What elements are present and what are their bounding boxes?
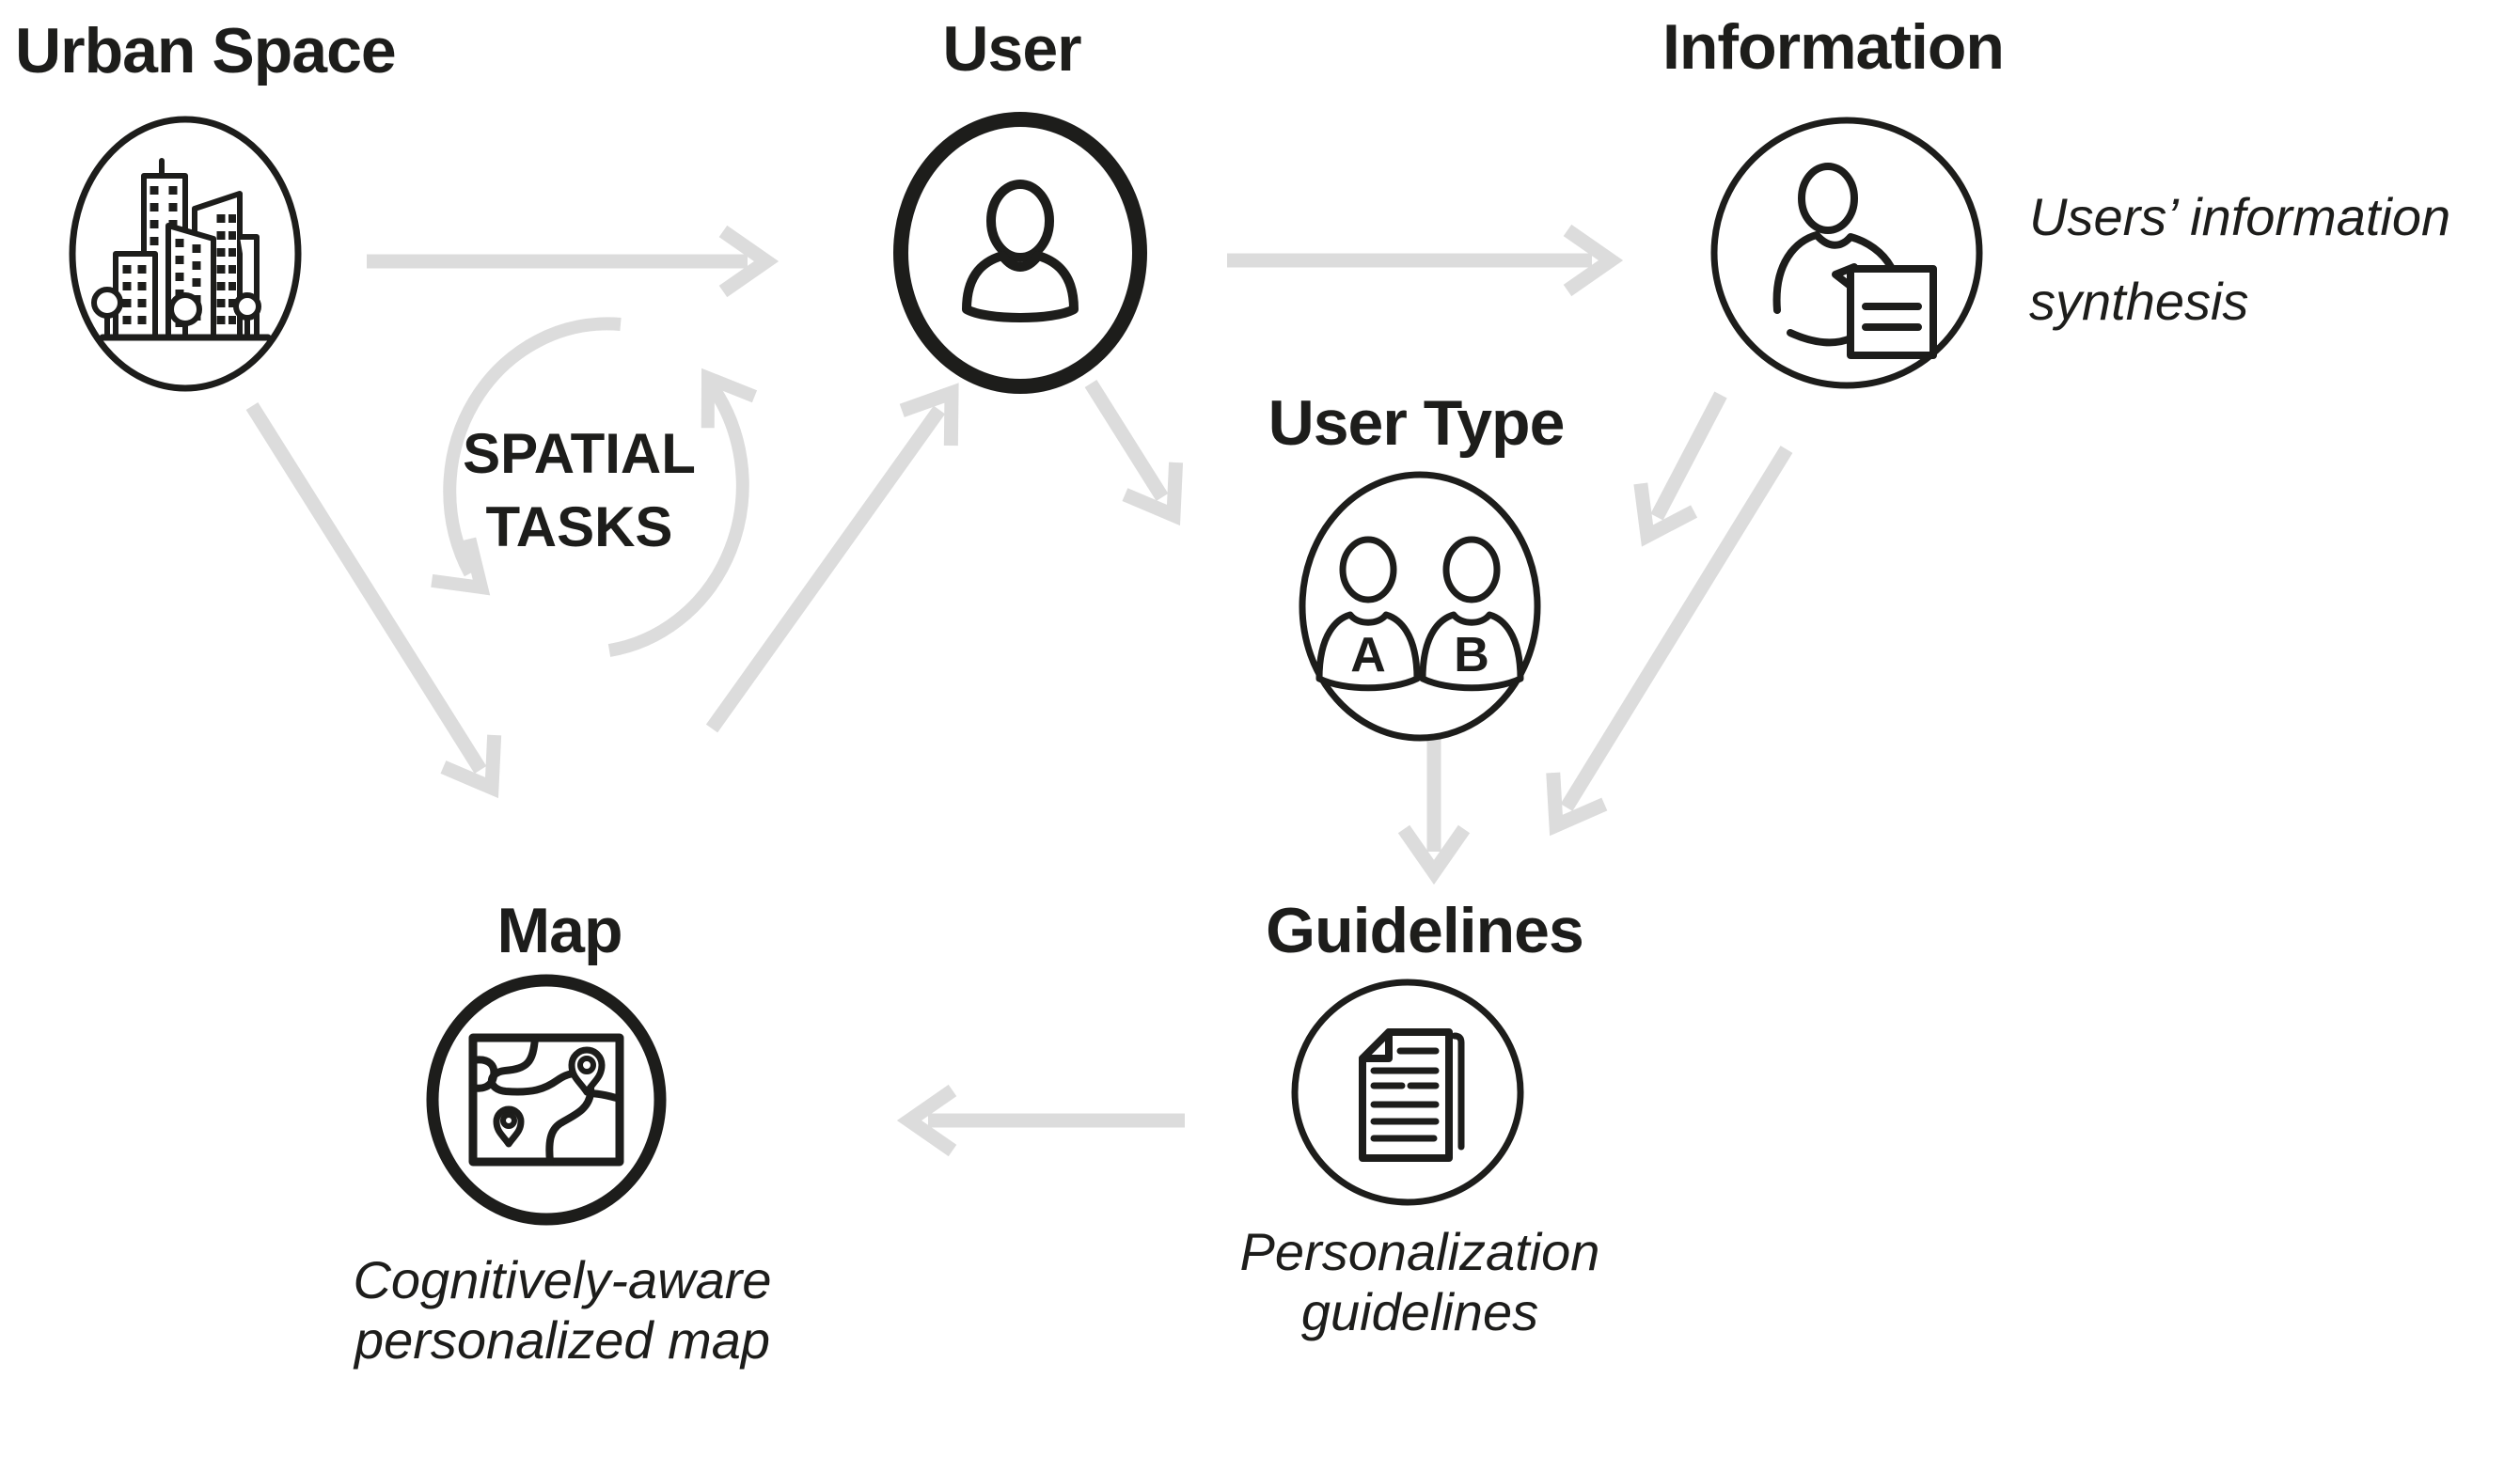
city-buildings-icon [91, 158, 272, 341]
arrow-information-to-guidelines [1546, 446, 1793, 837]
user-type-title: User Type [1268, 387, 1566, 459]
arrow-map-to-user [705, 383, 959, 733]
guidelines-title: Guidelines [1266, 895, 1584, 966]
guidelines-caption: Personalization guidelines [1240, 1222, 1600, 1342]
information-caption-line2: synthesis [2029, 271, 2249, 331]
user-circle [893, 112, 1147, 394]
arrow-urban-to-user [367, 225, 780, 298]
spatial-tasks-line1: SPATIAL [463, 422, 696, 485]
person-document-icon [1772, 163, 1937, 359]
user-type-circle [1299, 471, 1541, 742]
map-pins-icon [468, 1033, 624, 1167]
map-circle [426, 974, 667, 1226]
cycle-arrows-icon [431, 317, 758, 657]
urban-space-circle [69, 116, 302, 392]
arrow-user-to-usertype [1084, 380, 1184, 526]
arrow-usertype-to-guidelines [1397, 738, 1471, 885]
spatial-tasks-line2: TASKS [485, 495, 673, 558]
two-users-icon: A B [1315, 536, 1524, 692]
spatial-tasks-label: SPATIAL TASKS [463, 417, 696, 564]
user-b-label: B [1454, 628, 1489, 682]
map-caption: Cognitively-aware personalized map [353, 1250, 771, 1371]
arrow-urban-to-map [245, 402, 502, 799]
information-circle [1710, 117, 1983, 389]
flow-arrows [245, 224, 1793, 1157]
information-title: Information [1662, 11, 2005, 83]
urban-space-title: Urban Space [15, 15, 397, 86]
guidelines-caption-line2: guidelines [1300, 1281, 1539, 1341]
map-title: Map [496, 895, 623, 966]
arrow-guidelines-to-map [896, 1084, 1185, 1157]
arrow-information-to-usertype [1633, 391, 1727, 547]
information-caption-line1: Users’ information [2029, 187, 2451, 246]
guidelines-caption-line1: Personalization [1239, 1222, 1600, 1281]
person-icon [962, 180, 1079, 322]
user-a-label: A [1350, 628, 1386, 682]
document-icon [1359, 1028, 1465, 1162]
map-caption-line1: Cognitively-aware [353, 1250, 772, 1309]
arrow-user-to-information [1227, 224, 1624, 297]
guidelines-circle [1291, 979, 1524, 1206]
user-title: User [942, 13, 1081, 85]
information-caption: Users’ information synthesis [2029, 175, 2450, 343]
map-caption-line2: personalized map [354, 1309, 771, 1370]
